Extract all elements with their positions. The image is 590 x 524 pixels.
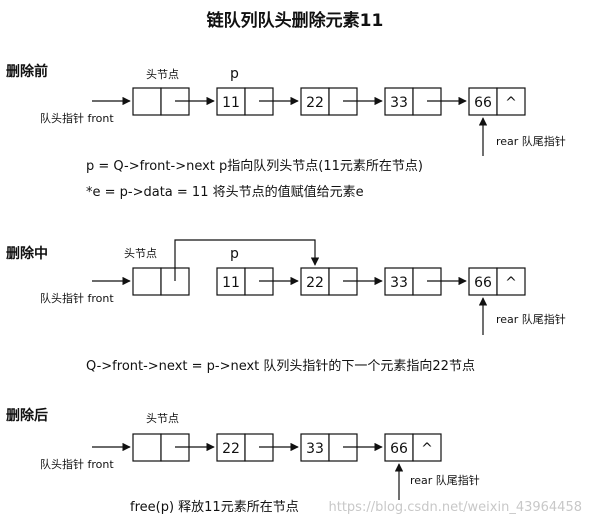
p-label-during: p — [230, 246, 239, 262]
node-value: 11 — [222, 95, 240, 111]
head-node-label-during: 头节点 — [124, 247, 157, 260]
rear-pointer-label-after: rear 队尾指针 — [410, 473, 480, 487]
node-66-after: 66 ^ — [384, 433, 442, 462]
node-33-after: 33 — [300, 433, 358, 462]
head-node-before — [132, 87, 190, 116]
section-heading-before: 删除前 — [6, 63, 48, 80]
node-value: 66 — [474, 275, 492, 291]
p-label-before: p — [230, 66, 239, 82]
node-11-during: 11 — [216, 267, 274, 296]
note-after-1: free(p) 释放11元素所在节点 — [130, 500, 299, 515]
node-66-before: 66 ^ — [468, 87, 526, 116]
watermark-text: https://blog.csdn.net/weixin_43964458 — [328, 500, 582, 515]
node-22-after: 22 — [216, 433, 274, 462]
node-value: 33 — [390, 275, 408, 291]
node-value: 22 — [306, 275, 324, 291]
note-before-1: p = Q->front->next p指向队列头节点(11元素所在节点) — [86, 158, 423, 174]
section-heading-during: 删除中 — [6, 245, 48, 262]
head-node-label-after: 头节点 — [146, 412, 179, 425]
null-pointer-symbol: ^ — [421, 441, 433, 457]
node-value: 22 — [306, 95, 324, 111]
rear-pointer-label-before: rear 队尾指针 — [496, 134, 566, 148]
node-value: 22 — [222, 441, 240, 457]
front-pointer-label-during: 队头指针 front — [40, 291, 114, 305]
rear-pointer-label-during: rear 队尾指针 — [496, 312, 566, 326]
node-value: 33 — [306, 441, 324, 457]
node-value: 66 — [390, 441, 408, 457]
node-value: 66 — [474, 95, 492, 111]
front-pointer-label-after: 队头指针 front — [40, 457, 114, 471]
node-33-during: 33 — [384, 267, 442, 296]
node-value: 33 — [390, 95, 408, 111]
head-node-during — [132, 267, 190, 296]
node-66-during: 66 ^ — [468, 267, 526, 296]
note-during-1: Q->front->next = p->next 队列头指针的下一个元素指向22… — [86, 358, 475, 374]
diagram-title: 链队列队头删除元素11 — [207, 10, 384, 31]
null-pointer-symbol: ^ — [505, 95, 517, 111]
head-node-label-before: 头节点 — [146, 68, 179, 81]
section-heading-after: 删除后 — [6, 407, 48, 424]
front-pointer-label-before: 队头指针 front — [40, 111, 114, 125]
note-before-2: *e = p->data = 11 将头节点的值赋值给元素e — [86, 184, 364, 200]
node-value: 11 — [222, 275, 240, 291]
null-pointer-symbol: ^ — [505, 275, 517, 291]
bypass-link-arrow — [174, 239, 320, 281]
